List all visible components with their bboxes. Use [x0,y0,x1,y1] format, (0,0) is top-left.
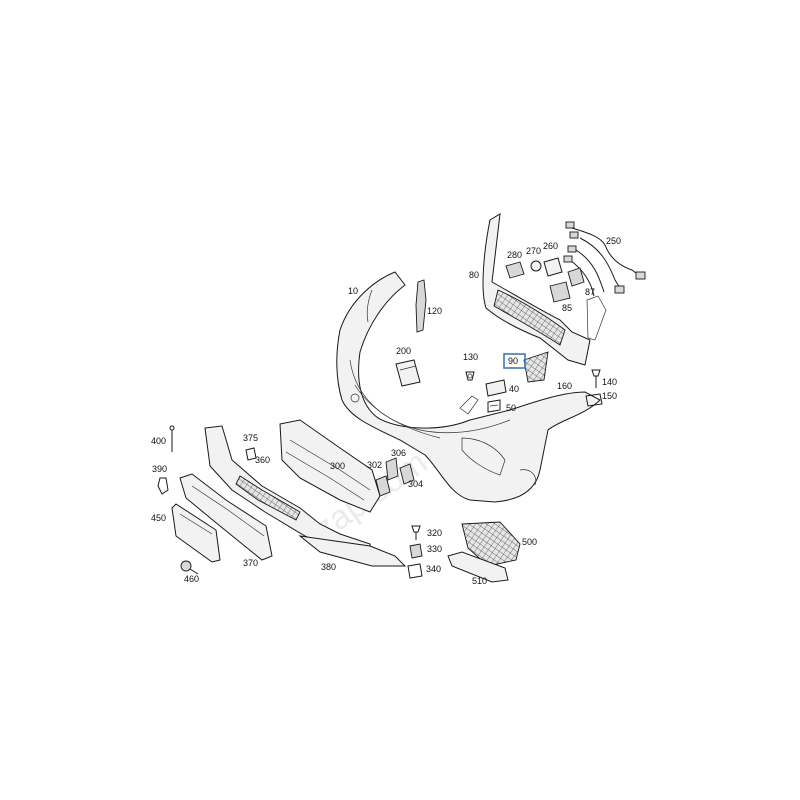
grille-frame-icon [482,213,607,366]
bumper-cover-icon [336,271,601,503]
callout-306: 306 [391,448,406,458]
callout-360: 360 [255,455,270,465]
license-plate-icon [171,503,221,563]
callout-460: 460 [184,574,199,584]
callout-270: 270 [526,246,541,256]
mesh-insert-icon [523,351,549,383]
callout-80: 80 [469,270,479,280]
callout-320: 320 [427,528,442,538]
bracket-icon [415,279,427,333]
callout-labels: 10 120 200 130 40 50 80 280 270 260 250 … [151,236,621,586]
callout-260: 260 [543,241,558,251]
highlight-box [503,353,526,369]
callout-90: 90 [508,356,518,366]
callout-120: 120 [427,306,442,316]
callout-160: 160 [557,381,572,391]
callout-380: 380 [321,562,336,572]
callout-85: 85 [562,303,572,313]
cap-icon [485,379,507,397]
clip-nut-icon [585,393,603,407]
callout-150: 150 [602,391,617,401]
fog-grille-icon [461,521,521,567]
callout-50: 50 [506,403,516,413]
retainer-icon [487,399,501,413]
wiring-harness-icon [563,221,646,297]
callout-340: 340 [426,564,441,574]
hook-icon [157,477,169,495]
callout-510: 510 [472,576,487,586]
callout-10: 10 [348,286,358,296]
rod-icon [169,425,175,452]
grille-lower-icon [179,473,273,561]
callout-250: 250 [606,236,621,246]
callout-200: 200 [396,346,411,356]
callout-130: 130 [463,352,478,362]
trim-strip-icon [447,551,509,583]
callout-375: 375 [243,433,258,443]
callout-302: 302 [367,460,382,470]
callout-400: 400 [151,436,166,446]
callout-140: 140 [602,377,617,387]
callout-330: 330 [427,544,442,554]
callout-40: 40 [509,384,519,394]
callout-300: 300 [330,461,345,471]
callout-500: 500 [522,537,537,547]
callout-280: 280 [507,250,522,260]
sensor-icon [505,257,585,303]
callout-370: 370 [243,558,258,568]
grommet-icon [245,447,257,461]
callout-87: 87 [585,287,595,297]
spoiler-lip-icon [298,535,407,567]
clip-icon [465,371,475,381]
bolt-icon [180,560,199,575]
screw-icon [591,369,601,388]
callout-450: 450 [151,513,166,523]
callout-390: 390 [152,464,167,474]
control-module-icon [395,359,421,387]
fastener-icon [407,525,423,579]
mount-bracket-icon [375,457,415,497]
lower-spoiler-icon [204,425,373,557]
bumper-carrier-icon [279,419,381,513]
callout-304: 304 [408,479,423,489]
